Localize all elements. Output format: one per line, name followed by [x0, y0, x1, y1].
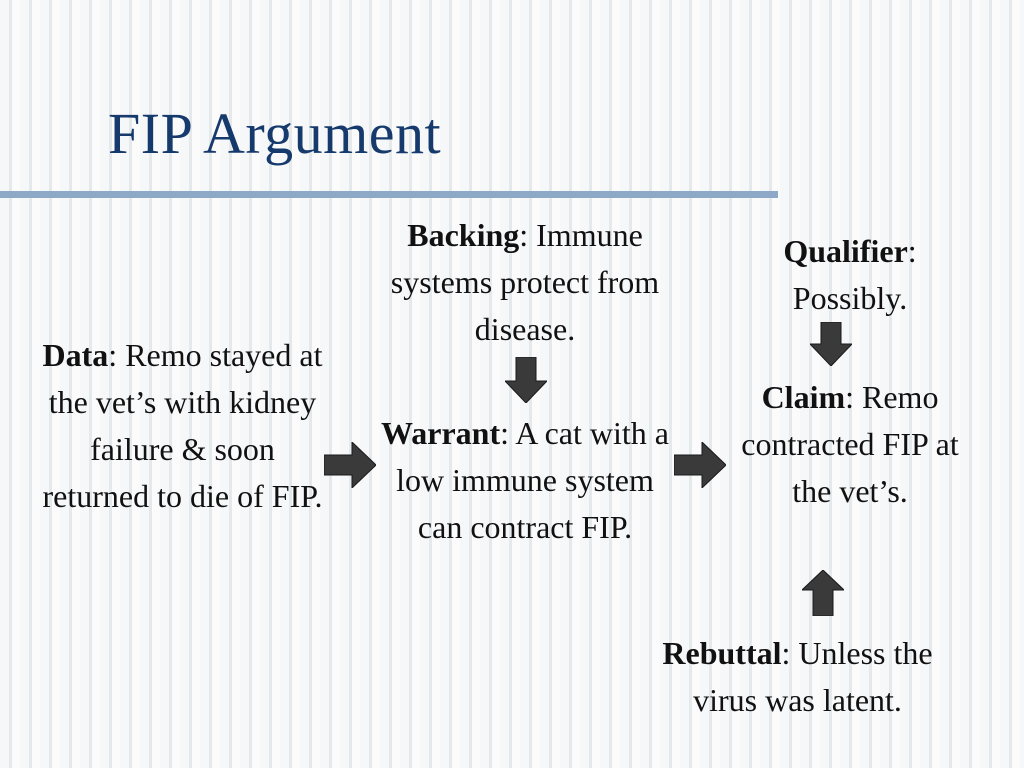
backing-text: Immune systems protect from disease.	[390, 217, 660, 347]
data-label: Data	[42, 337, 109, 373]
rebuttal-label: Rebuttal	[662, 635, 782, 671]
arrow-down-icon	[810, 322, 852, 366]
qualifier-node: Qualifier: Possibly.	[740, 228, 960, 322]
rebuttal-text: Unless the virus was latent.	[693, 635, 933, 718]
backing-separator: :	[519, 217, 537, 253]
warrant-node: Warrant: A cat with a low immune system …	[375, 410, 675, 551]
warrant-text: A cat with a low immune system can contr…	[396, 415, 669, 545]
arrow-down-icon	[505, 357, 547, 403]
qualifier-label: Qualifier	[783, 233, 908, 269]
rebuttal-separator: :	[781, 635, 799, 671]
arrow-right-icon	[674, 442, 726, 488]
data-node: Data: Remo stayed at the vet’s with kidn…	[40, 332, 325, 520]
warrant-label: Warrant	[381, 415, 501, 451]
rebuttal-node: Rebuttal: Unless the virus was latent.	[630, 630, 965, 724]
arrow-right-icon	[324, 442, 376, 488]
data-separator: :	[108, 337, 126, 373]
warrant-separator: :	[500, 415, 516, 451]
slide-title: FIP Argument	[108, 101, 442, 166]
arrow-up-icon	[802, 570, 844, 616]
qualifier-separator: :	[907, 233, 917, 269]
claim-node: Claim: Remo contracted FIP at the vet’s.	[735, 374, 965, 515]
claim-separator: :	[845, 379, 862, 415]
backing-label: Backing	[407, 217, 520, 253]
backing-node: Backing: Immune systems protect from dis…	[370, 212, 680, 353]
data-text: Remo stayed at the vet’s with kidney fai…	[42, 337, 323, 514]
title-divider	[0, 191, 778, 198]
claim-text: Remo contracted FIP at the vet’s.	[741, 379, 959, 509]
claim-label: Claim	[761, 379, 846, 415]
qualifier-text: Possibly.	[792, 280, 908, 316]
